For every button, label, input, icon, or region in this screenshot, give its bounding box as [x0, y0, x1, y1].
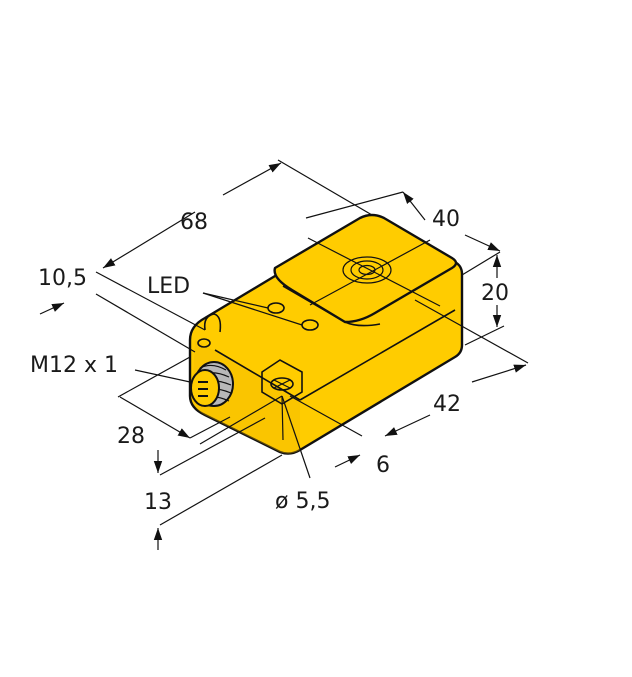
led-label: LED	[147, 274, 190, 299]
dim-offset-28-label: 28	[117, 424, 145, 449]
dim-height-label: 20	[481, 281, 509, 306]
dim-offset-10-5-label: 10,5	[38, 266, 87, 291]
sensor-body	[188, 213, 464, 455]
dim-offset-13-label: 13	[144, 490, 172, 515]
dim-hole-diameter-label: ø 5,5	[275, 489, 330, 514]
dim-width-label: 40	[432, 207, 460, 232]
m12-connector-icon	[190, 361, 234, 407]
dim-hole-offset-label: 6	[376, 453, 390, 478]
connector-label: M12 x 1	[30, 353, 118, 378]
dim-depth-label: 42	[433, 392, 461, 417]
sensing-target-icon	[307, 237, 441, 307]
dimension-lines	[39, 159, 529, 550]
mounting-hole-icon	[270, 377, 294, 391]
dim-length-label: 68	[180, 210, 208, 235]
